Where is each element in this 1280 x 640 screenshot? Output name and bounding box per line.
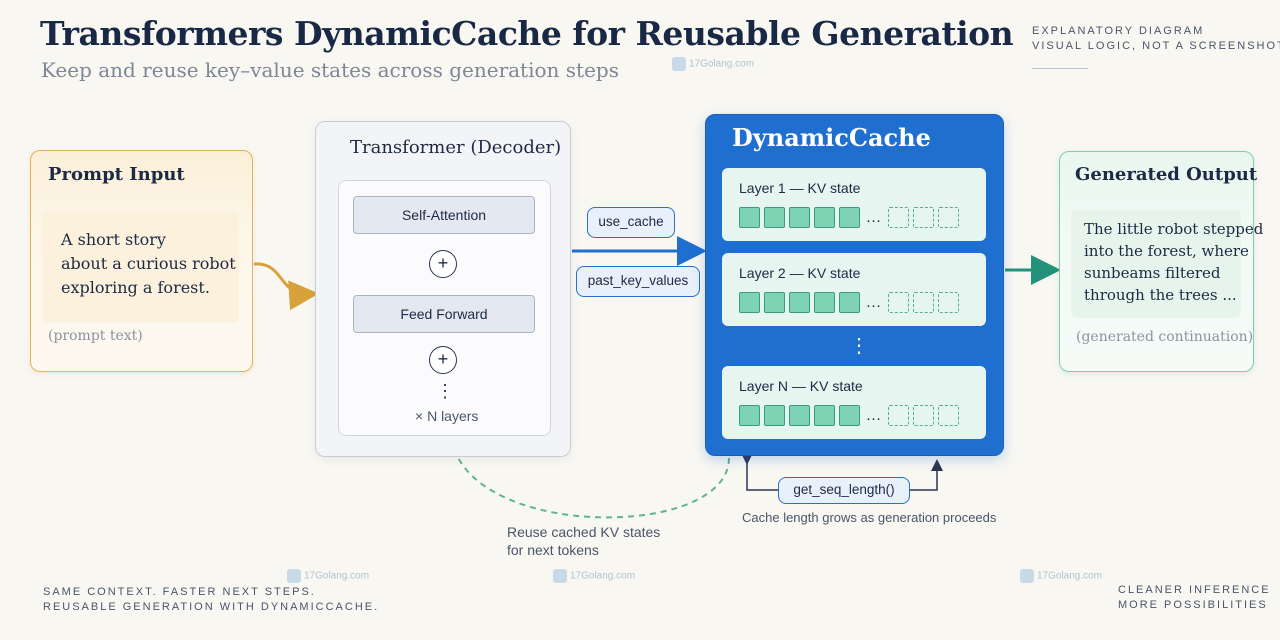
get-seq-length-pill: get_seq_length() <box>778 477 910 504</box>
prompt-input-heading: Prompt Input <box>48 164 185 185</box>
generated-output-heading: Generated Output <box>1075 164 1258 185</box>
footer-right-line2: MORE POSSIBILITIES <box>1118 599 1268 611</box>
n-layers-label: × N layers <box>415 408 479 424</box>
kv-cell <box>839 405 860 426</box>
kv-cell <box>764 405 785 426</box>
prompt-text: A short story about a curious robot expl… <box>61 228 236 300</box>
prompt-caption: (prompt text) <box>48 328 143 344</box>
footer-right-line1: CLEANER INFERENCE <box>1118 584 1271 596</box>
prompt-text-box <box>42 211 239 322</box>
output-text-box <box>1071 210 1241 318</box>
kv-cell-empty <box>938 292 959 313</box>
kv-cell <box>739 292 760 313</box>
use-cache-pill: use_cache <box>587 207 675 238</box>
kv-cell-empty <box>888 292 909 313</box>
kv-token-row: … <box>739 207 959 228</box>
past-key-values-pill: past_key_values <box>576 266 700 297</box>
watermark: 17Golang.com <box>287 569 369 583</box>
cache-layer-2: Layer 2 — KV state … <box>722 253 986 326</box>
page-subtitle: Keep and reuse key–value states across g… <box>41 58 619 82</box>
cache-layers-vdots: ⋮ <box>849 335 869 357</box>
cache-layer-label: Layer 1 — KV state <box>739 180 861 196</box>
kv-cell <box>814 405 835 426</box>
kv-cell <box>764 292 785 313</box>
reuse-kv-arrow <box>444 432 730 519</box>
kv-token-row: … <box>739 292 959 313</box>
output-line: through the trees ... <box>1084 286 1237 304</box>
kv-cell-empty <box>913 292 934 313</box>
prompt-line: A short story <box>61 230 166 249</box>
kv-cell-empty <box>913 405 934 426</box>
reuse-caption: Reuse cached KV states for next tokens <box>507 523 660 559</box>
cache-layer-label: Layer 2 — KV state <box>739 265 861 281</box>
output-line: into the forest, where <box>1084 242 1249 260</box>
seq-length-bracket-right <box>910 459 943 491</box>
cache-layer-1: Layer 1 — KV state … <box>722 168 986 241</box>
watermark: 17Golang.com <box>672 57 754 71</box>
cache-layer-label: Layer N — KV state <box>739 378 863 394</box>
kv-cell <box>839 207 860 228</box>
prompt-to-decoder-arrow <box>253 262 319 311</box>
kv-cell-empty <box>888 207 909 228</box>
kv-cell <box>739 207 760 228</box>
kv-token-row: … <box>739 405 959 426</box>
kv-cell-empty <box>888 405 909 426</box>
output-caption: (generated continuation) <box>1076 329 1254 345</box>
corner-label-sub: VISUAL LOGIC, NOT A SCREENSHOT <box>1032 40 1280 52</box>
kv-cell-empty <box>913 207 934 228</box>
reuse-caption-line: for next tokens <box>507 542 599 558</box>
footer-left-line2: REUSABLE GENERATION WITH DYNAMICCACHE. <box>43 601 380 613</box>
output-line: The little robot stepped <box>1084 220 1264 238</box>
self-attention-block: Self-Attention <box>353 196 535 234</box>
residual-add-icon: + <box>429 250 457 278</box>
kv-ellipsis: … <box>865 208 883 226</box>
kv-ellipsis: … <box>865 406 883 424</box>
reuse-caption-line: Reuse cached KV states <box>507 524 661 540</box>
kv-cell <box>789 207 810 228</box>
output-text: The little robot stepped into the forest… <box>1084 218 1263 306</box>
output-line: sunbeams filtered <box>1084 264 1221 282</box>
footer-left-line1: SAME CONTEXT. FASTER NEXT STEPS. <box>43 586 316 598</box>
watermark: 17Golang.com <box>1020 569 1102 583</box>
feed-forward-block: Feed Forward <box>353 295 535 333</box>
cache-growth-caption: Cache length grows as generation proceed… <box>742 510 997 525</box>
layer-repeat-vdots: ⋮ <box>436 381 454 401</box>
kv-cell <box>814 207 835 228</box>
prompt-line: exploring a forest. <box>61 278 210 297</box>
cache-layer-n: Layer N — KV state … <box>722 366 986 439</box>
corner-label-top: EXPLANATORY DIAGRAM <box>1032 25 1205 37</box>
kv-cell <box>839 292 860 313</box>
decoder-heading: Transformer (Decoder) <box>350 137 562 158</box>
residual-add-icon: + <box>429 346 457 374</box>
kv-cell <box>789 292 810 313</box>
kv-cell <box>814 292 835 313</box>
watermark: 17Golang.com <box>553 569 635 583</box>
kv-cell <box>764 207 785 228</box>
kv-cell <box>739 405 760 426</box>
prompt-line: about a curious robot <box>61 254 236 273</box>
kv-cell-empty <box>938 207 959 228</box>
corner-divider <box>1032 68 1088 69</box>
seq-length-bracket <box>741 453 778 491</box>
page-title: Transformers DynamicCache for Reusable G… <box>40 14 1014 53</box>
kv-cell-empty <box>938 405 959 426</box>
kv-ellipsis: … <box>865 293 883 311</box>
kv-cell <box>789 405 810 426</box>
dynamic-cache-title: DynamicCache <box>732 123 931 152</box>
